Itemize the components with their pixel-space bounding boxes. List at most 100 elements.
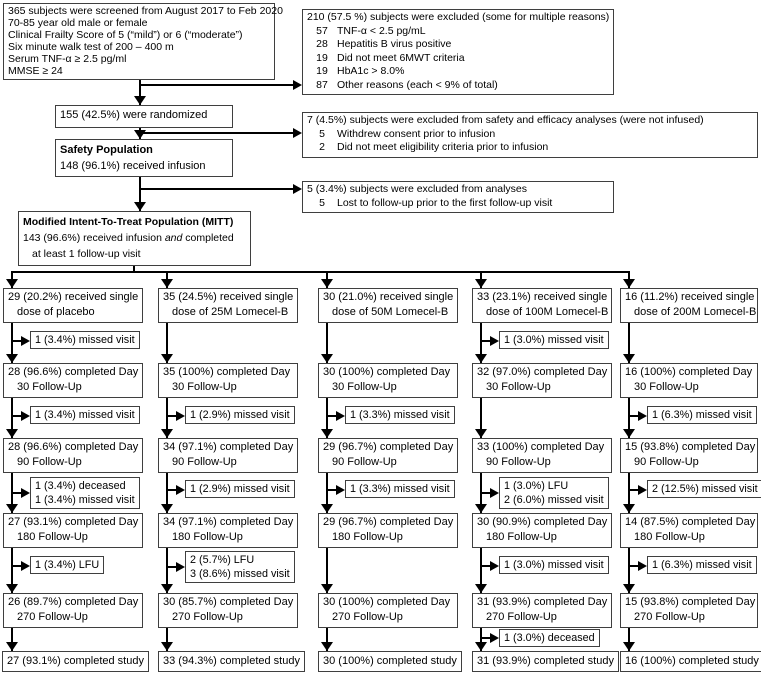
mitt-text: 143 (96.6%) received infusion: [23, 232, 165, 244]
dropout-line: 2 (6.0%) missed visit: [504, 494, 604, 506]
box-line: 28 (96.6%) completed Day: [8, 441, 139, 453]
arm-50m-allocated-box: 30 (21.0%) received single dose of 50M L…: [318, 288, 458, 323]
arrow-down-icon: [623, 279, 635, 288]
arm-50m-completed-box: 30 (100%) completed study: [318, 651, 462, 672]
mitt-box: Modified Intent-To-Treat Population (MIT…: [18, 211, 251, 266]
arrow-right-icon: [638, 411, 647, 421]
exclusion-count: 57: [316, 24, 328, 37]
exclusion-count: 5: [319, 196, 325, 209]
box-line: 29 (20.2%) received single: [8, 291, 139, 303]
arm-25m-day30-box: 35 (100%) completed Day 30 Follow-Up: [158, 363, 298, 398]
flow-line: [326, 473, 328, 513]
box-line: 30 (21.0%) received single: [323, 291, 454, 303]
arm-200m-day180-box: 14 (87.5%) completed Day 180 Follow-Up: [620, 513, 758, 548]
box-line: 90 Follow-Up: [634, 456, 699, 468]
arm-50m-day90-box: 29 (96.7%) completed Day 90 Follow-Up: [318, 438, 458, 473]
flow-line: [481, 637, 490, 639]
arrow-right-icon: [21, 488, 30, 498]
arrow-right-icon: [490, 336, 499, 346]
flow-line: [480, 398, 482, 438]
box-line: 15 (93.8%) completed Day: [625, 441, 756, 453]
arm-100m-dropout-box: 1 (3.0%) LFU 2 (6.0%) missed visit: [499, 477, 609, 509]
box-line: dose of 100M Lomecel-B: [486, 306, 609, 318]
screening-line: 70-85 year old male or female: [8, 17, 148, 29]
dropout-line: 1 (3.4%) missed visit: [35, 409, 135, 421]
box-line: 30 (85.7%) completed Day: [163, 596, 294, 608]
flow-line: [12, 492, 21, 494]
arrow-right-icon: [638, 561, 647, 571]
arm-100m-allocated-box: 33 (23.1%) received single dose of 100M …: [472, 288, 612, 323]
flow-line: [480, 323, 482, 363]
arm-25m-dropout-box: 1 (2.9%) missed visit: [185, 480, 295, 498]
arrow-down-icon: [6, 429, 18, 438]
arm-50m-dropout-box: 1 (3.3%) missed visit: [345, 480, 455, 498]
flow-line: [133, 266, 135, 273]
arrow-right-icon: [21, 561, 30, 571]
box-line: 16 (100%) completed Day: [625, 366, 753, 378]
arrow-down-icon: [623, 504, 635, 513]
box-line: 30 (100%) completed study: [323, 655, 457, 667]
arrow-right-icon: [293, 184, 302, 194]
flow-line: [628, 473, 630, 513]
arm-25m-allocated-box: 35 (24.5%) received single dose of 25M L…: [158, 288, 298, 323]
arm-100m-dropout-box: 1 (3.0%) deceased: [499, 629, 600, 647]
arrow-down-icon: [321, 642, 333, 651]
flow-line: [11, 628, 13, 651]
box-line: dose of placebo: [17, 306, 95, 318]
arrow-right-icon: [176, 562, 185, 572]
flow-line: [327, 415, 336, 417]
randomized-label: 155 (42.5%) were randomized: [60, 109, 208, 121]
mitt-title: Modified Intent-To-Treat Population (MIT…: [23, 216, 234, 228]
box-line: 29 (96.7%) completed Day: [323, 441, 454, 453]
arrow-down-icon: [623, 642, 635, 651]
exclusion-item: 57 TNF-α < 2.5 pg/mL: [307, 25, 609, 39]
box-line: dose of 50M Lomecel-B: [332, 306, 449, 318]
arrow-down-icon: [475, 642, 487, 651]
flow-line: [167, 566, 176, 568]
arrow-down-icon: [161, 279, 173, 288]
arrow-down-icon: [321, 429, 333, 438]
box-line: 16 (11.2%) received single: [625, 291, 755, 303]
arrow-down-icon: [6, 584, 18, 593]
flow-line: [628, 628, 630, 651]
arrow-right-icon: [490, 488, 499, 498]
flow-line: [11, 323, 13, 363]
exclusion-item: 2 Did not meet eligibility criteria prio…: [307, 141, 753, 155]
screening-line: Six minute walk test of 200 – 400 m: [8, 41, 174, 53]
arm-placebo-day30-box: 28 (96.6%) completed Day 30 Follow-Up: [3, 363, 143, 398]
exclusion-reason: TNF-α < 2.5 pg/mL: [337, 24, 426, 37]
arm-50m-day270-box: 30 (100%) completed Day 270 Follow-Up: [318, 593, 458, 628]
flow-line: [326, 548, 328, 593]
flow-line: [629, 489, 638, 491]
exclusion-item: 28 Hepatitis B virus positive: [307, 38, 609, 52]
box-line: 34 (97.1%) completed Day: [163, 441, 294, 453]
box-line: 27 (93.1%) completed Day: [8, 516, 139, 528]
flow-line: [140, 132, 293, 134]
box-line: 270 Follow-Up: [17, 611, 88, 623]
arm-25m-dropout-box: 1 (2.9%) missed visit: [185, 406, 295, 424]
safety-population-title: Safety Population: [60, 144, 153, 156]
arm-placebo-dropout-box: 1 (3.4%) deceased 1 (3.4%) missed visit: [30, 477, 140, 509]
arm-200m-allocated-box: 16 (11.2%) received single dose of 200M …: [620, 288, 758, 323]
arm-100m-completed-box: 31 (93.9%) completed study: [472, 651, 619, 672]
exclusion-item: 19 Did not meet 6MWT criteria: [307, 52, 609, 66]
exclusion-reason: Withdrew consent prior to infusion: [337, 127, 496, 140]
flow-line: [167, 415, 176, 417]
exclusion-item: 19 HbA1c > 8.0%: [307, 65, 609, 79]
screening-line: 365 subjects were screened from August 2…: [8, 5, 283, 17]
dropout-line: 1 (3.0%) LFU: [504, 480, 569, 492]
arm-25m-day90-box: 34 (97.1%) completed Day 90 Follow-Up: [158, 438, 298, 473]
exclusion-count: 28: [316, 38, 328, 50]
exclusion-header: 210 (57.5 %) subjects were excluded (som…: [307, 11, 610, 23]
box-line: 35 (100%) completed Day: [163, 366, 291, 378]
exclusion-count: 87: [316, 78, 328, 91]
dropout-line: 1 (3.3%) missed visit: [350, 409, 450, 421]
dropout-line: 3 (8.6%) missed visit: [190, 568, 290, 580]
screening-box: 365 subjects were screened from August 2…: [3, 3, 283, 80]
arm-200m-day270-box: 15 (93.8%) completed Day 270 Follow-Up: [620, 593, 758, 628]
mitt-line: at least 1 follow-up visit: [32, 248, 141, 260]
box-line: 270 Follow-Up: [332, 611, 403, 623]
box-line: dose of 200M Lomecel-B: [634, 306, 757, 318]
arrow-down-icon: [321, 279, 333, 288]
